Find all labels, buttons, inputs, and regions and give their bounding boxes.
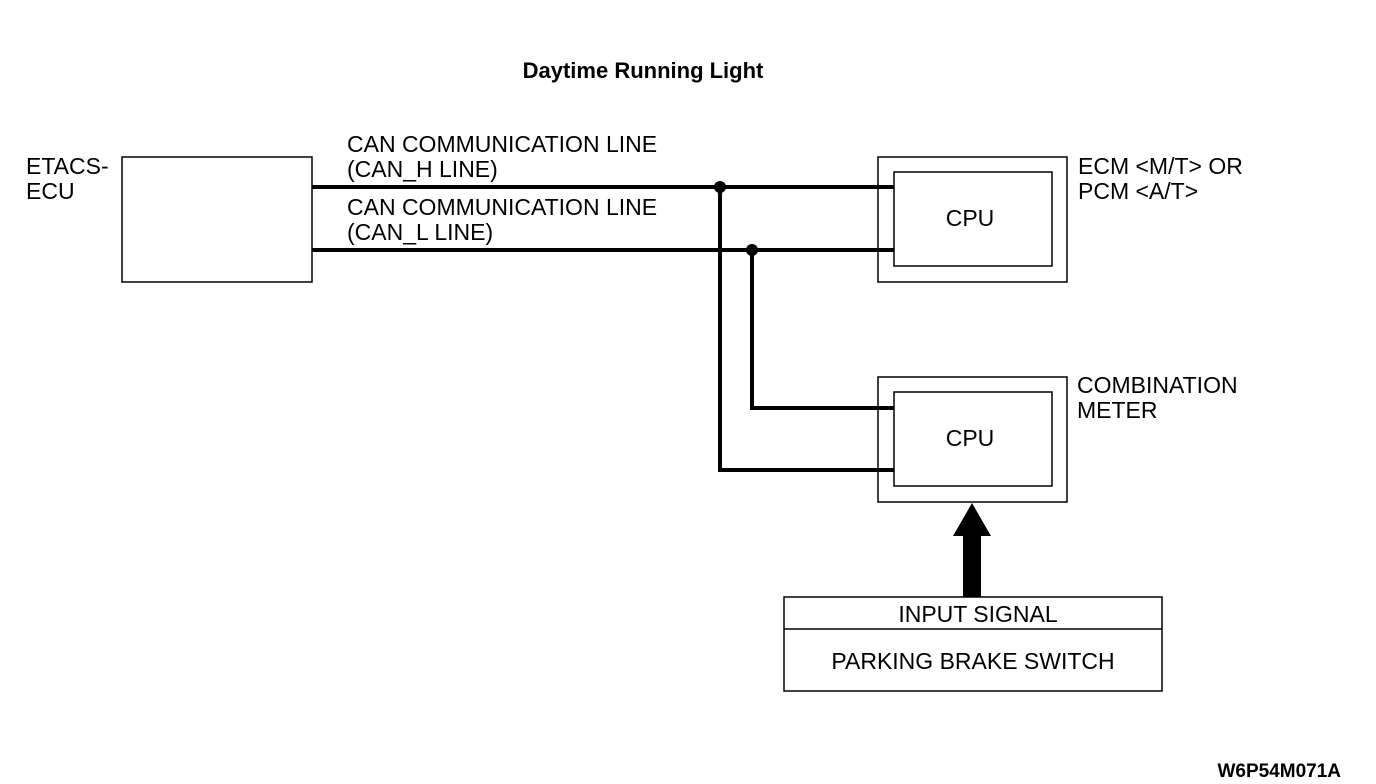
etacs-ecu-box [121,156,313,283]
can-l-label-line1: CAN COMMUNICATION LINE [347,194,657,220]
input-signal-box [783,596,1163,692]
ecm-cpu-label: CPU [946,205,995,231]
etacs-ecu-label-line2: ECU [26,178,75,204]
etacs-ecu-label-line1: ETACS- [26,153,109,179]
can-l-junction-dot [746,244,758,256]
can-h-branch-wire [718,187,894,472]
diagram-title: Daytime Running Light [523,58,764,83]
combination-meter-cpu-box [893,391,1053,487]
ecm-label-line2: PCM <A/T> [1078,178,1198,204]
can-h-junction-dot [714,181,726,193]
can-l-branch-wire [750,250,894,410]
ecm-label-line1: ECM <M/T> OR [1078,153,1243,179]
figure-code: W6P54M071A [1217,761,1341,782]
input-signal-header: INPUT SIGNAL [898,601,1058,627]
combination-meter-cpu-label: CPU [946,425,995,451]
can-l-label-line2: (CAN_L LINE) [347,219,493,245]
parking-brake-switch-label: PARKING BRAKE SWITCH [831,648,1114,674]
ecm-cpu-box [893,171,1053,267]
can-h-label-line1: CAN COMMUNICATION LINE [347,131,657,157]
combination-meter-label-line1: COMBINATION [1077,372,1238,398]
input-signal-arrow [953,503,991,597]
can-h-label-line2: (CAN_H LINE) [347,156,498,182]
combination-meter-label-line2: METER [1077,397,1158,423]
